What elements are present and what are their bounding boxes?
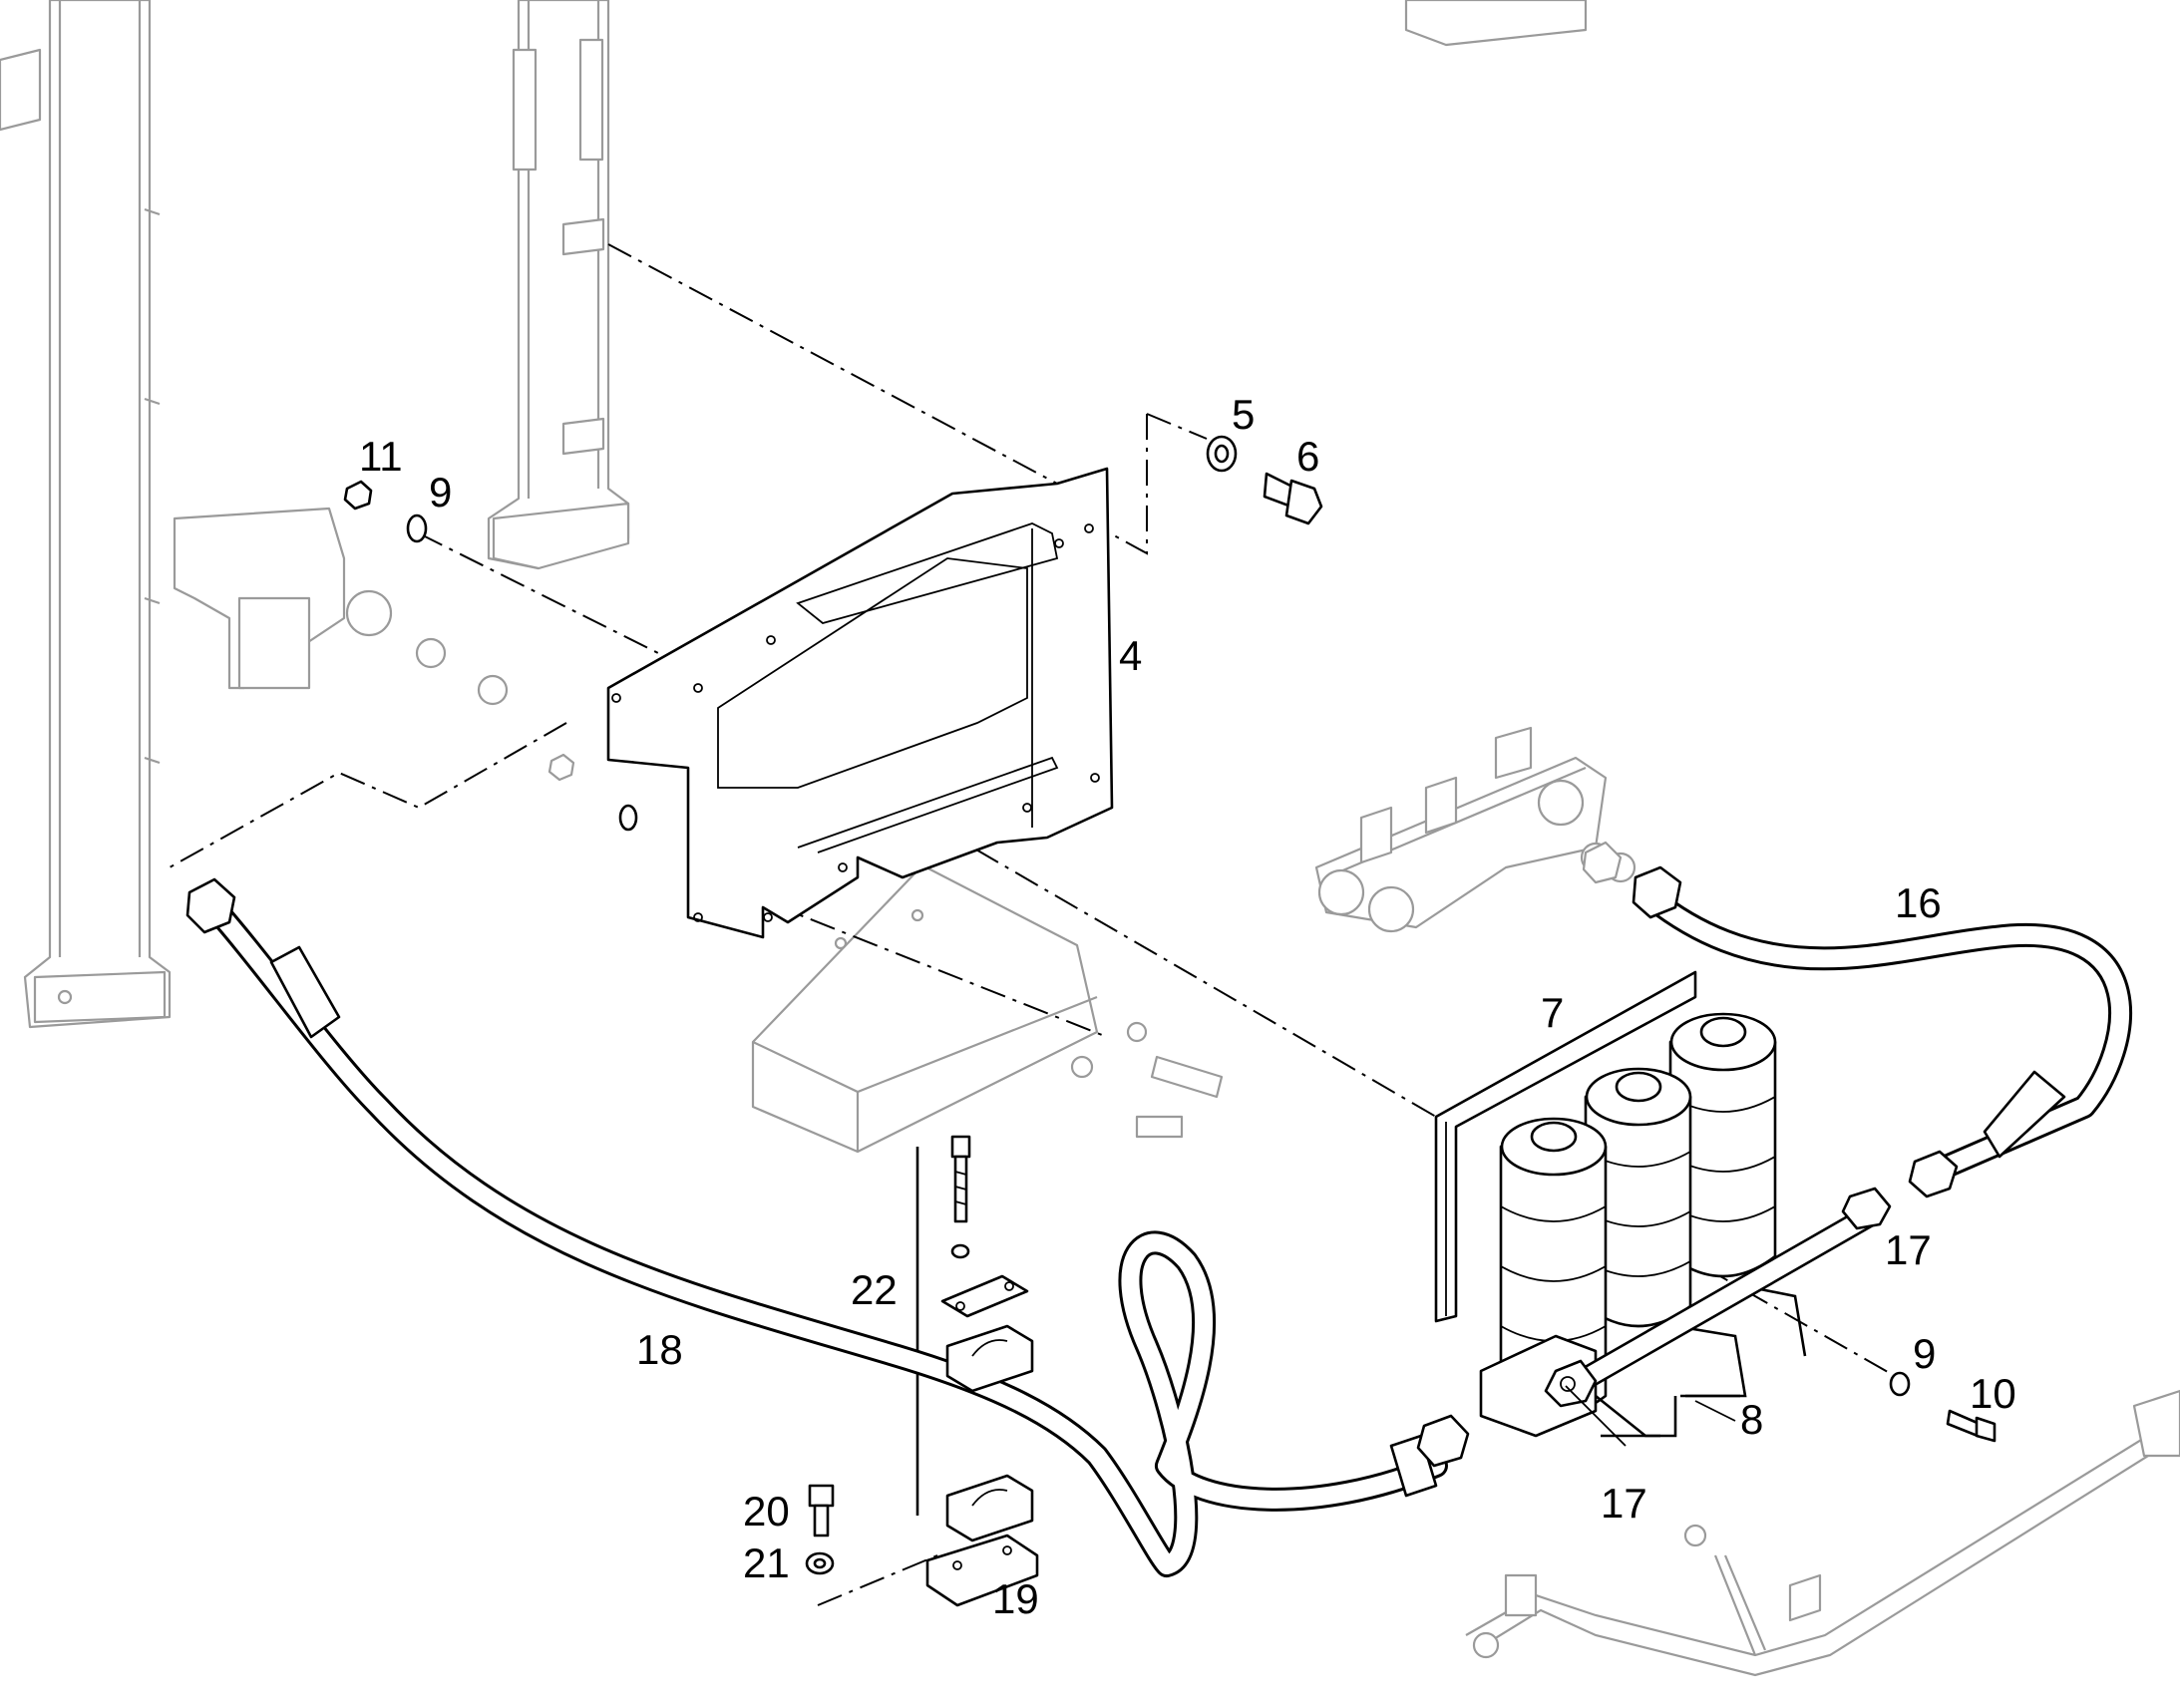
screw-20 xyxy=(808,1484,835,1537)
bolt-6 xyxy=(1263,472,1323,525)
callout-18: 18 xyxy=(636,1326,683,1373)
top-right-frame-fragment xyxy=(1404,0,1588,47)
screw-10 xyxy=(1946,1409,1997,1443)
washer-5 xyxy=(1206,435,1238,473)
callout-20: 20 xyxy=(743,1488,790,1535)
clamp-half-upper xyxy=(945,1324,1034,1393)
clamp-plate-top xyxy=(940,1274,1029,1318)
hose-16 xyxy=(1582,841,2132,1198)
center-frame-column xyxy=(487,0,630,570)
callout-22: 22 xyxy=(851,1266,898,1313)
hose-18 xyxy=(185,877,1470,1577)
callout-8: 8 xyxy=(1740,1396,1763,1443)
mounting-plate xyxy=(606,467,1114,939)
callout-leaders xyxy=(1565,1385,1736,1447)
callout-5: 5 xyxy=(1232,391,1255,438)
washer-9-mid xyxy=(618,804,638,832)
washer-9-right xyxy=(1889,1371,1911,1397)
callout-19: 19 xyxy=(992,1575,1039,1622)
manifold-block xyxy=(1314,726,1636,933)
callout-10: 10 xyxy=(1970,1370,2016,1417)
callout-4: 4 xyxy=(1119,632,1142,679)
filter-canister-right xyxy=(1668,1012,1777,1278)
callout-17-right: 17 xyxy=(1885,1226,1932,1273)
support-tray xyxy=(751,863,1224,1154)
callout-21: 21 xyxy=(743,1539,790,1586)
filter-canister-middle xyxy=(1584,1067,1692,1328)
washer-9-top xyxy=(406,513,428,543)
callout-11: 11 xyxy=(359,433,403,480)
callout-9-right: 9 xyxy=(1913,1330,1936,1377)
callout-labels: 4 5 6 7 8 9 9 10 11 16 17 17 18 19 20 21… xyxy=(359,391,2016,1622)
callout-17-bottom: 17 xyxy=(1601,1480,1647,1527)
hydraulic-valve-block xyxy=(173,507,509,706)
callout-9-top: 9 xyxy=(429,469,452,515)
nut-11 xyxy=(343,480,373,511)
clamp-base-plate-19 xyxy=(925,1534,1039,1607)
fuel-lines-lower-right xyxy=(1465,1389,2180,1677)
washer-21 xyxy=(805,1551,835,1575)
crossover-tube-17 xyxy=(1544,1187,1892,1408)
fitting-nut-upper xyxy=(547,753,575,782)
filter-bracket-7 xyxy=(1434,970,1697,1323)
callout-7: 7 xyxy=(1541,989,1564,1036)
callout-16: 16 xyxy=(1895,879,1942,926)
clamp-half-lower xyxy=(945,1474,1034,1542)
left-frame-column xyxy=(0,0,172,1029)
filter-base-8 xyxy=(1479,1284,1807,1438)
callout-6: 6 xyxy=(1296,433,1319,480)
clamp-bolt-22 xyxy=(950,1135,971,1259)
